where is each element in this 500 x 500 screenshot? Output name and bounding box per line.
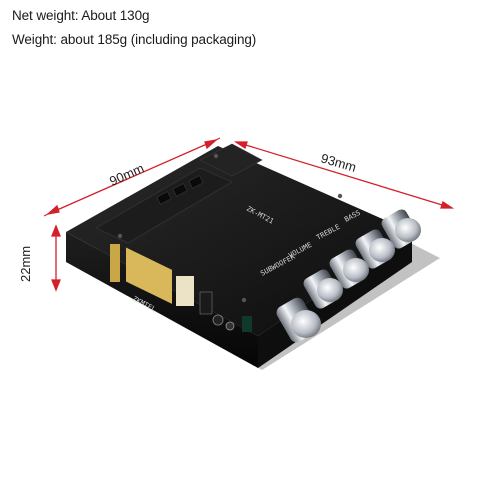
board-components <box>110 244 252 332</box>
knob-1 <box>381 209 421 249</box>
height-dimension <box>51 224 61 292</box>
knob-3 <box>329 249 369 289</box>
width-dimension <box>43 137 221 217</box>
knob-2 <box>355 229 395 269</box>
knobs <box>276 209 421 343</box>
package-weight-text: Weight: about 185g (including packaging) <box>12 32 257 47</box>
width-label: 90mm <box>107 160 146 188</box>
knob-4 <box>303 269 343 309</box>
length-dimension <box>233 141 455 209</box>
net-weight-text: Net weight: About 130g <box>12 8 150 23</box>
height-label: 22mm <box>18 246 33 282</box>
knob-5 <box>276 297 321 343</box>
dimension-lines <box>43 137 455 292</box>
length-label: 93mm <box>319 150 358 174</box>
